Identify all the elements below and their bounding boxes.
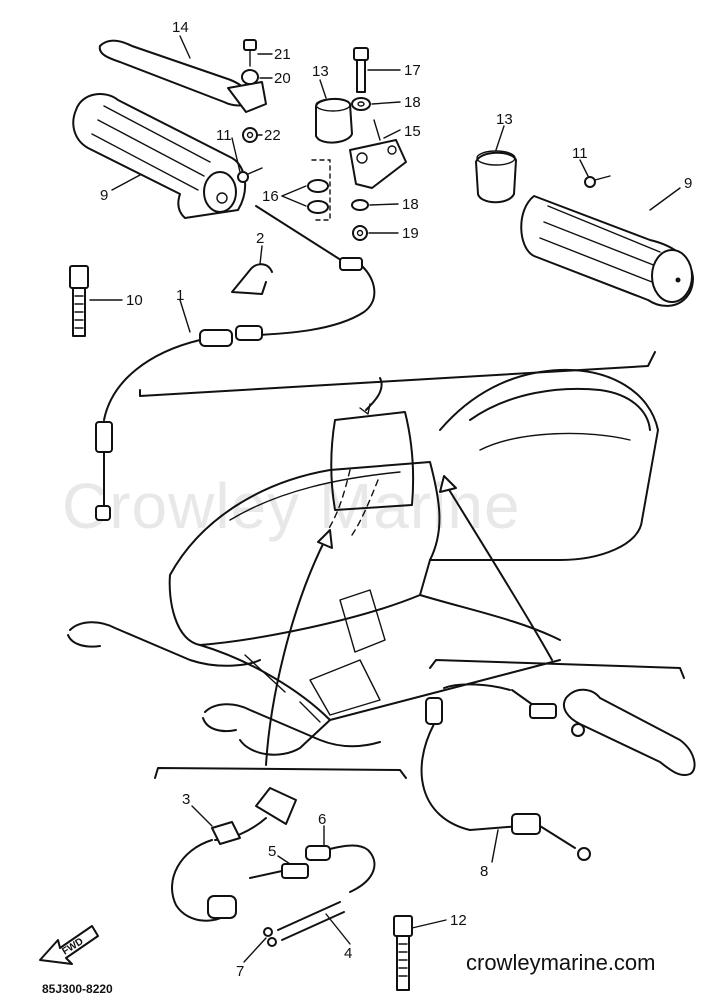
cable-tie-part-10 [69, 265, 89, 337]
brake-lever-right [562, 688, 696, 776]
callout-7: 7 [236, 963, 244, 980]
washer-part-18-bottom [351, 199, 369, 211]
callout-5: 5 [268, 843, 276, 860]
watermark: Crowley Marine [62, 470, 521, 542]
callout-16: 16 [262, 188, 279, 205]
callout-12: 12 [450, 912, 467, 929]
callout-17: 17 [404, 62, 421, 79]
routing-arrow-left [265, 539, 326, 766]
throttle-cable-part-1 [95, 205, 376, 521]
callout-18-top: 18 [404, 94, 421, 111]
callout-1: 1 [176, 287, 184, 304]
callout-4: 4 [344, 945, 352, 962]
callout-10: 10 [126, 292, 143, 309]
callout-3: 3 [182, 791, 190, 808]
callout-labels: 14 21 20 22 11 9 13 17 18 15 16 18 19 2 … [100, 19, 692, 980]
collar-part-13-left [315, 98, 353, 144]
callout-15: 15 [404, 123, 421, 140]
cable-part-6 [305, 844, 376, 893]
damper-part-16 [307, 159, 331, 221]
leader-lines [89, 35, 681, 963]
terminal-part-7 [263, 927, 277, 947]
cable-tie-part-12 [393, 915, 413, 991]
callout-13-right: 13 [496, 111, 513, 128]
switch-part-3 [171, 787, 297, 922]
callout-19: 19 [402, 225, 419, 242]
callout-22: 22 [264, 127, 281, 144]
collar-part-13-right [475, 150, 517, 204]
callout-13-left: 13 [312, 63, 329, 80]
nut-part-19 [352, 225, 368, 241]
callout-8: 8 [480, 863, 488, 880]
callout-9-left: 9 [100, 187, 108, 204]
collar-part-20 [241, 69, 259, 85]
nut-part-22 [242, 127, 258, 143]
lead-wire-part-4 [277, 901, 345, 941]
top-group-bracket [139, 351, 656, 397]
forward-direction-arrow: FWD [39, 925, 99, 965]
callout-11-left: 11 [216, 127, 232, 144]
screw-part-11-left [237, 167, 263, 183]
connector-part-5 [249, 863, 309, 879]
callout-6: 6 [318, 811, 326, 828]
website-text: crowleymarine.com [466, 950, 656, 975]
callout-14: 14 [172, 19, 189, 36]
snowmobile-body [67, 368, 659, 756]
callout-2: 2 [256, 230, 264, 247]
washer-part-18-top [351, 97, 371, 111]
diagram-code: 85J300-8220 [42, 982, 113, 996]
screw-part-11-right [584, 175, 611, 188]
screw-part-21 [243, 39, 257, 67]
callout-21: 21 [274, 46, 291, 63]
callout-9-right: 9 [684, 175, 692, 192]
brake-lever-part-14 [98, 39, 267, 113]
bracket-part-15 [349, 119, 407, 189]
bolt-part-17 [353, 47, 369, 93]
callout-20: 20 [274, 70, 291, 87]
grip-left-part-9 [72, 93, 247, 219]
left-bottom-bracket [154, 767, 407, 779]
routing-arrow-right [447, 487, 553, 661]
callout-11-right: 11 [572, 145, 588, 162]
grip-right-part-9 [520, 195, 694, 307]
brake-cable-part-8 [420, 683, 591, 861]
routing-arrow-top [365, 377, 383, 411]
right-bottom-bracket [429, 659, 685, 679]
clip-part-2 [231, 263, 273, 295]
callout-18-bottom: 18 [402, 196, 419, 213]
